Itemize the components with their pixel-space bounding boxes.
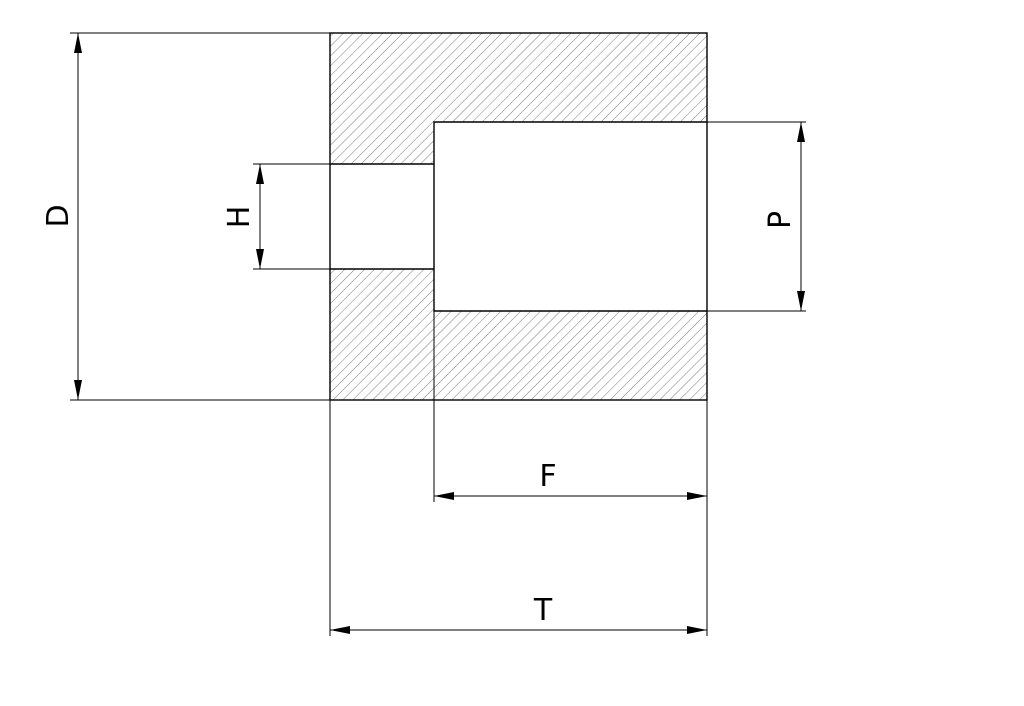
- hatched-section-bottom: [330, 269, 707, 400]
- part-section: [329, 32, 708, 401]
- dimension-f: F: [433, 311, 708, 502]
- bore-outline: [433, 121, 707, 312]
- dimension-h: H: [222, 163, 330, 270]
- dimension-label-d: D: [41, 204, 76, 227]
- part-outline: [329, 32, 708, 401]
- dimension-label-t: T: [533, 593, 553, 628]
- dimension-label-f: F: [539, 459, 556, 494]
- dimension-label-p: P: [763, 211, 798, 229]
- dimension-label-h: H: [222, 206, 257, 229]
- dimension-p: P: [707, 121, 806, 312]
- hatched-section-top: [330, 33, 707, 164]
- dimension-t: T: [329, 400, 708, 636]
- dimension-d: D: [41, 32, 330, 401]
- hole-outline: [330, 163, 434, 270]
